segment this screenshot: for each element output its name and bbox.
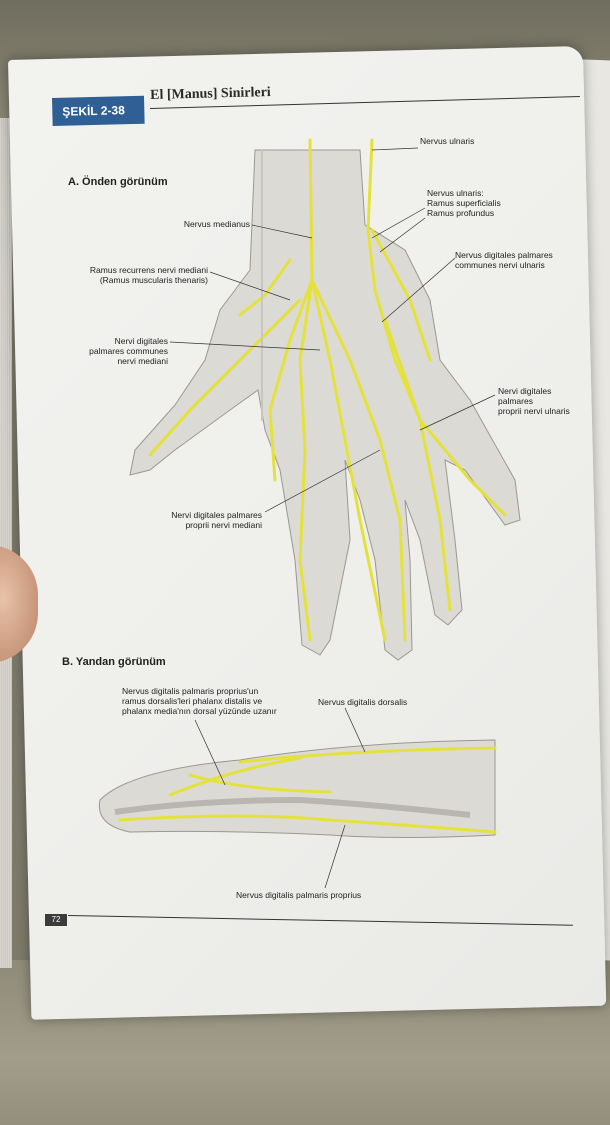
label-nervus-ulnaris-rami: Nervus ulnaris: Ramus superficialis Ramu… [427, 188, 501, 218]
label-digitales-proprii-ulnaris: Nervi digitales palmares proprii nervi u… [498, 386, 570, 416]
label-nervus-medianus: Nervus medianus [183, 219, 250, 229]
label-ramus-dorsalis: Nervus digitalis palmaris proprius'un ra… [122, 686, 277, 716]
page-number: 72 [45, 914, 67, 926]
page-stack-edge [0, 118, 12, 968]
label-digitales-communes-ulnaris: Nervus digitales palmares communes nervi… [455, 250, 553, 270]
label-digitales-communes-mediani: Nervi digitales palmares communes nervi … [89, 336, 168, 366]
nerves-lateral [118, 746, 497, 834]
label-digitalis-dorsalis: Nervus digitalis dorsalis [318, 697, 408, 707]
label-ramus-recurrens: Ramus recurrens nervi mediani (Ramus mus… [89, 265, 208, 285]
section-b-heading: B. Yandan görünüm [62, 656, 166, 668]
nerves-palmar [148, 138, 507, 642]
hand-palmar-view [129, 149, 521, 661]
leader-lines [169, 147, 496, 889]
finger-lateral-view [98, 739, 496, 838]
label-digitales-proprii-mediani: Nervi digitales palmares proprii nervi m… [171, 510, 262, 530]
label-nervus-ulnaris: Nervus ulnaris [420, 136, 475, 146]
section-a-heading: A. Önden görünüm [68, 176, 168, 188]
label-digitalis-palmaris-proprius: Nervus digitalis palmaris proprius [236, 890, 362, 900]
